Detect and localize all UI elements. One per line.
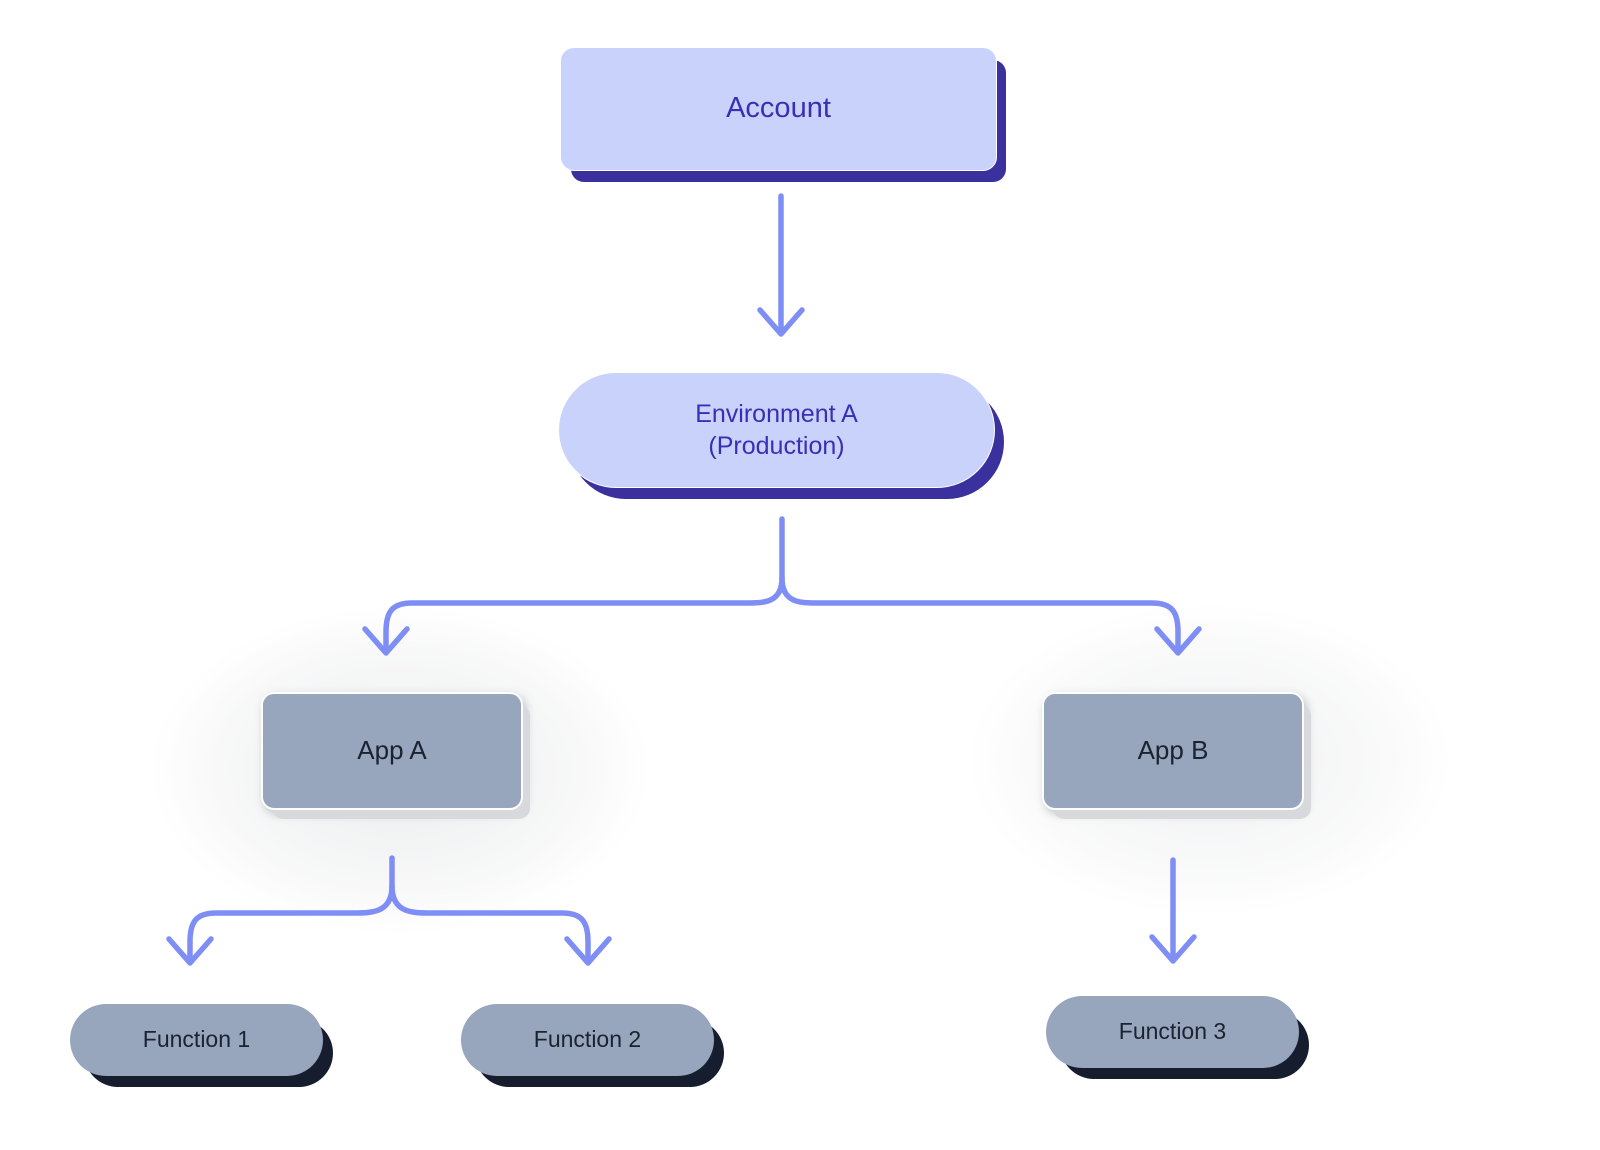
node-function-1-label: Function 1 [142,1026,251,1053]
node-environment-a[interactable]: Environment A (Production) [558,372,995,488]
node-app-b-label: App B [1137,735,1209,766]
node-function-2[interactable]: Function 2 [461,1004,714,1076]
node-app-b[interactable]: App B [1042,692,1304,810]
edge-env-a-to-apps [362,516,1202,656]
edge-app-a-to-functions [166,855,612,966]
node-environment-a-label: Environment A (Production) [695,400,858,460]
node-app-a[interactable]: App A [261,692,523,810]
edge-account-to-env-a [757,193,805,337]
node-function-3-label: Function 3 [1118,1018,1227,1045]
node-function-2-label: Function 2 [533,1026,642,1053]
node-app-a-label: App A [357,735,427,766]
node-account[interactable]: Account [560,47,997,171]
node-account-label: Account [726,92,831,125]
node-function-3[interactable]: Function 3 [1046,996,1299,1068]
edge-app-b-to-fn-3 [1149,857,1197,964]
node-function-1[interactable]: Function 1 [70,1004,323,1076]
